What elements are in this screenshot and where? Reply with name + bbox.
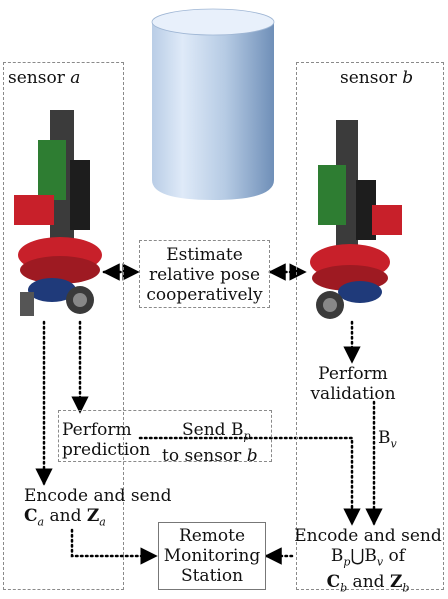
station-box: [158, 522, 266, 590]
encode-b-bp: B: [330, 546, 344, 566]
target-cylinder: [151, 8, 275, 200]
sensor-b-panel: [296, 62, 444, 590]
encode-b-bv: B: [364, 546, 377, 566]
encode-b-and: and: [347, 572, 390, 593]
station-line-2: Monitoring: [163, 546, 261, 566]
sensor-a-prefix: sensor: [8, 68, 71, 88]
estimate-line-1: Estimate: [166, 245, 243, 265]
encode-b-line-1: Encode and send: [294, 526, 442, 546]
sensor-b-prefix: sensor: [340, 68, 403, 88]
prediction-line-1: Perform: [62, 420, 132, 440]
encode-a-text: Encode and send Ca and Za: [24, 486, 171, 532]
prediction-line-2: prediction: [62, 440, 151, 460]
estimate-text: Estimate relative pose cooperatively: [139, 245, 270, 305]
send-line-2: to sensor: [162, 446, 247, 467]
send-sub: p: [243, 429, 251, 443]
send-line-1: Send B: [182, 420, 244, 440]
encode-b-bp-sub: p: [343, 555, 351, 569]
sensor-a-panel: [3, 62, 124, 590]
station-line-3: Station: [180, 566, 244, 586]
dotted-arrows: [35, 263, 383, 565]
encode-b-text: Encode and send Bp⋃Bv of Cb and Zb: [290, 526, 446, 599]
sensor-a-title: sensor a: [8, 68, 80, 88]
encode-a-z: Z: [86, 506, 100, 526]
validation-line-1: Perform: [318, 364, 388, 384]
estimate-box: [139, 240, 270, 308]
bv-sub: v: [390, 437, 397, 451]
validation-line-2: validation: [310, 384, 396, 404]
encode-b-z: Z: [389, 572, 403, 593]
encode-b-union: ⋃: [350, 546, 365, 566]
sensor-b-title: sensor b: [340, 68, 413, 88]
estimate-line-2: relative pose: [149, 265, 260, 285]
encode-b-of: of: [383, 546, 406, 566]
encode-a-c: C: [24, 506, 38, 526]
station-line-1: Remote: [178, 526, 246, 546]
encode-b-c: C: [326, 572, 341, 593]
send-box: [58, 410, 272, 462]
encode-b-bv-sub: v: [376, 555, 384, 569]
validation-text: Perform validation: [298, 364, 408, 404]
encode-b-c-sub: b: [340, 581, 348, 595]
encode-a-z-sub: a: [99, 515, 106, 529]
encode-a-c-sub: a: [37, 515, 45, 529]
sensor-a-var: a: [70, 68, 81, 88]
bv-base: B: [378, 428, 391, 448]
robot-b-image: [310, 120, 402, 319]
bv-label: Bv: [378, 428, 397, 454]
sensor-b-var: b: [402, 68, 414, 88]
encode-a-line-1: Encode and send: [24, 486, 172, 506]
robot-a-image: [14, 110, 102, 316]
send-text: Send Bp to sensor b: [162, 420, 258, 466]
prediction-text: Perform prediction: [62, 420, 150, 460]
station-text: Remote Monitoring Station: [158, 526, 266, 586]
estimate-line-3: cooperatively: [146, 285, 263, 305]
encode-a-and: and: [44, 506, 87, 526]
encode-b-z-sub: b: [402, 581, 410, 595]
send-var: b: [246, 446, 258, 467]
